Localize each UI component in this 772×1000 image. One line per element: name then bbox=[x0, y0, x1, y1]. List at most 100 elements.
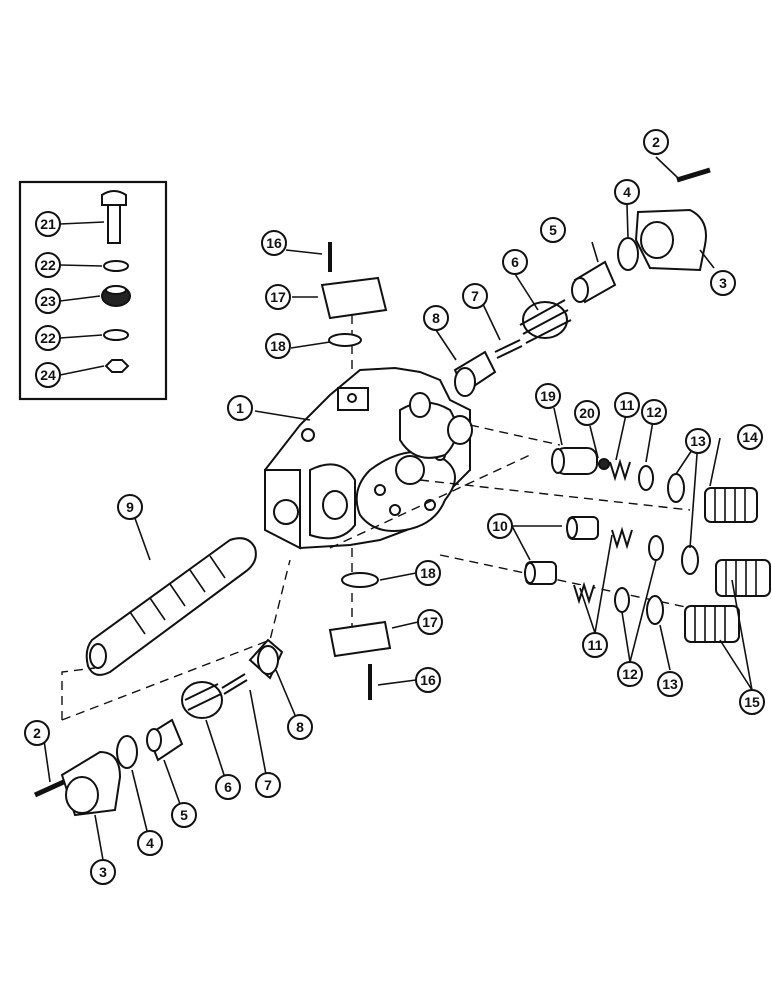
svg-text:11: 11 bbox=[620, 397, 635, 413]
callout-17-bottom: 17 bbox=[417, 609, 443, 635]
callout-23: 23 bbox=[35, 288, 61, 314]
callout-3-upper: 3 bbox=[710, 270, 736, 296]
spring-11-upper bbox=[609, 458, 631, 482]
inset-washer-top bbox=[103, 260, 129, 272]
callout-9: 9 bbox=[117, 494, 143, 520]
callout-13-lower: 13 bbox=[657, 671, 683, 697]
callout-15: 15 bbox=[739, 689, 765, 715]
callout-7-lower: 7 bbox=[255, 772, 281, 798]
callout-12-lower: 12 bbox=[617, 661, 643, 687]
callout-2-upper: 2 bbox=[643, 129, 669, 155]
plug-10-b bbox=[524, 561, 557, 585]
svg-text:8: 8 bbox=[296, 719, 304, 735]
cap-upper bbox=[453, 350, 497, 397]
svg-text:10: 10 bbox=[492, 518, 508, 534]
svg-text:20: 20 bbox=[579, 405, 595, 421]
svg-text:19: 19 bbox=[540, 388, 556, 404]
callout-8-upper: 8 bbox=[423, 305, 449, 331]
svg-text:24: 24 bbox=[40, 367, 56, 383]
svg-text:3: 3 bbox=[719, 275, 727, 291]
callout-11-lower: 11 bbox=[582, 632, 608, 658]
svg-text:12: 12 bbox=[622, 666, 638, 682]
plug-19 bbox=[551, 447, 598, 475]
svg-text:1: 1 bbox=[236, 400, 244, 416]
small-spring-upper bbox=[494, 339, 523, 359]
callout-20: 20 bbox=[574, 400, 600, 426]
dashed-line-5 bbox=[329, 454, 531, 549]
small-spring-lower bbox=[221, 673, 248, 695]
ball-20 bbox=[598, 458, 610, 470]
callout-5-lower: 5 bbox=[171, 802, 197, 828]
oring-18-bottom bbox=[341, 572, 379, 588]
svg-text:7: 7 bbox=[471, 288, 479, 304]
inset-washer-bottom bbox=[103, 329, 129, 341]
svg-text:9: 9 bbox=[126, 499, 134, 515]
plug-15-a bbox=[715, 559, 771, 597]
svg-text:16: 16 bbox=[266, 235, 282, 251]
callout-4-lower: 4 bbox=[137, 830, 163, 856]
svg-text:16: 16 bbox=[420, 672, 436, 688]
callout-16-bottom: 16 bbox=[415, 667, 441, 693]
callout-7-upper: 7 bbox=[462, 283, 488, 309]
callout-22-bottom: 22 bbox=[35, 325, 61, 351]
oring-13-upper bbox=[667, 473, 685, 503]
svg-text:15: 15 bbox=[744, 694, 760, 710]
dashed-line-4 bbox=[419, 479, 691, 511]
svg-text:3: 3 bbox=[99, 864, 107, 880]
bolt-upper bbox=[676, 167, 711, 183]
callout-18-bottom: 18 bbox=[415, 560, 441, 586]
dashed-line-3 bbox=[469, 424, 561, 446]
bolt-lower bbox=[33, 777, 70, 798]
callout-13-upper: 13 bbox=[685, 428, 711, 454]
callout-5-upper: 5 bbox=[540, 217, 566, 243]
plate-17-top bbox=[320, 276, 388, 320]
svg-text:13: 13 bbox=[662, 676, 678, 692]
svg-text:21: 21 bbox=[40, 216, 56, 232]
oring-18-top bbox=[328, 333, 362, 347]
callout-21: 21 bbox=[35, 211, 61, 237]
svg-text:17: 17 bbox=[422, 614, 438, 630]
oring-12-mid bbox=[648, 535, 664, 561]
svg-text:12: 12 bbox=[646, 404, 662, 420]
svg-text:4: 4 bbox=[146, 835, 154, 851]
oring-upper bbox=[617, 237, 639, 271]
callout-10: 10 bbox=[487, 513, 513, 539]
cover-lower bbox=[60, 750, 122, 817]
svg-text:17: 17 bbox=[270, 289, 286, 305]
oring-12-upper bbox=[638, 465, 654, 491]
svg-text:6: 6 bbox=[511, 254, 519, 270]
svg-text:2: 2 bbox=[652, 134, 660, 150]
spring-upper bbox=[519, 299, 572, 344]
svg-text:4: 4 bbox=[623, 184, 631, 200]
callout-16-top: 16 bbox=[261, 230, 287, 256]
callout-4-upper: 4 bbox=[614, 179, 640, 205]
svg-text:8: 8 bbox=[432, 310, 440, 326]
callout-2-lower: 2 bbox=[24, 720, 50, 746]
callout-18-top: 18 bbox=[265, 333, 291, 359]
valve-body bbox=[263, 366, 473, 550]
oring-12-lower bbox=[614, 587, 630, 613]
svg-text:5: 5 bbox=[180, 807, 188, 823]
callout-24: 24 bbox=[35, 362, 61, 388]
callout-6-lower: 6 bbox=[215, 774, 241, 800]
spring-11-lower bbox=[573, 581, 595, 605]
spool bbox=[85, 537, 257, 676]
dashed-line-2 bbox=[61, 559, 291, 721]
retainer-lower bbox=[146, 718, 184, 762]
callout-17-top: 17 bbox=[265, 284, 291, 310]
dashed-line-1 bbox=[61, 667, 96, 720]
svg-text:23: 23 bbox=[40, 293, 56, 309]
spring-lower bbox=[181, 681, 223, 719]
callout-14: 14 bbox=[737, 424, 763, 450]
inset-grommet bbox=[101, 285, 131, 307]
spring-11-mid bbox=[611, 526, 633, 550]
svg-text:13: 13 bbox=[690, 433, 706, 449]
retainer-upper bbox=[571, 260, 617, 304]
callout-8-lower: 8 bbox=[287, 714, 313, 740]
svg-text:7: 7 bbox=[264, 777, 272, 793]
oring-lower bbox=[116, 735, 138, 769]
callout-12-upper: 12 bbox=[641, 399, 667, 425]
callout-6-upper: 6 bbox=[502, 249, 528, 275]
inset-nut bbox=[104, 359, 130, 373]
svg-text:2: 2 bbox=[33, 725, 41, 741]
